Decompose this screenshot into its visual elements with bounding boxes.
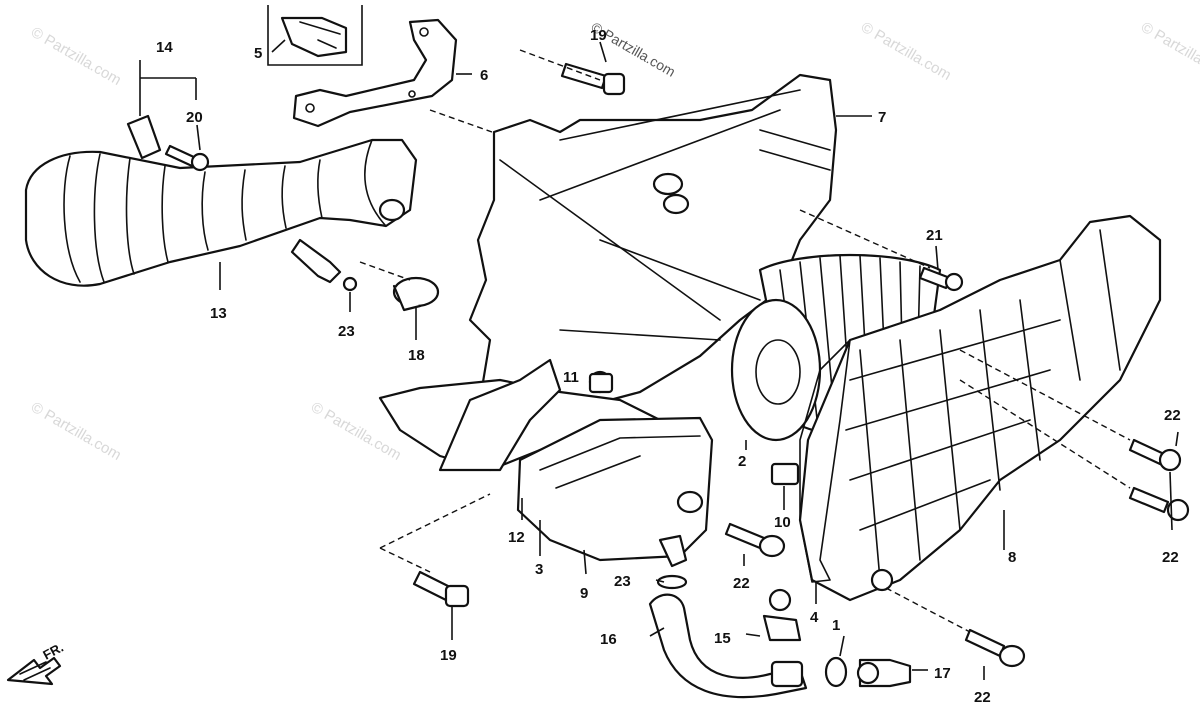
callout-8: 8 xyxy=(1008,549,1016,566)
watermark-1: © Partzilla.com xyxy=(28,24,124,89)
part-15-clamp xyxy=(762,588,802,642)
callout-21: 21 xyxy=(926,227,943,244)
watermark-4: © Partzilla.com xyxy=(28,399,124,464)
leader-lines xyxy=(139,39,1179,680)
part-9-resonator xyxy=(516,416,714,568)
callout-labels: 1 2 3 4 5 6 7 8 9 10 11 12 13 14 15 16 1… xyxy=(156,27,1181,706)
part-10-pad xyxy=(770,462,800,486)
part-17-drain-plug xyxy=(856,658,912,688)
part-23a-clip xyxy=(342,276,358,292)
part-19b-bolt xyxy=(412,570,470,608)
part-4-seal xyxy=(799,339,851,583)
callout-23-center: 23 xyxy=(614,573,631,590)
callout-3: 3 xyxy=(535,561,543,578)
callout-22-center: 22 xyxy=(733,575,750,592)
part-23b-clip xyxy=(656,574,688,590)
part-20-screw xyxy=(164,144,210,172)
callout-5: 5 xyxy=(254,45,262,62)
part-22c-screw xyxy=(1128,486,1190,522)
watermark-3: © Partzilla.com xyxy=(1138,19,1200,84)
callout-22-bottom: 22 xyxy=(974,689,991,706)
part-19a-bolt xyxy=(560,62,626,96)
watermark-2: © Partzilla.com xyxy=(858,19,954,84)
part-5-bracket xyxy=(267,5,363,66)
callout-20: 20 xyxy=(186,109,203,126)
front-direction-arrow: FR. xyxy=(6,640,66,686)
part-16-drain-tube xyxy=(648,593,808,699)
callout-17: 17 xyxy=(934,665,951,682)
callout-22-right-lower: 22 xyxy=(1162,549,1179,566)
callout-4: 4 xyxy=(810,609,819,626)
front-direction-label: FR. xyxy=(40,640,66,663)
callout-12: 12 xyxy=(508,529,525,546)
callout-16: 16 xyxy=(600,631,617,648)
callout-19-bottom: 19 xyxy=(440,647,457,664)
reference-lines xyxy=(359,49,1131,633)
callout-19-top: 19 xyxy=(590,27,607,44)
air-cleaner-case xyxy=(378,73,838,472)
callout-7: 7 xyxy=(878,109,886,126)
callout-6: 6 xyxy=(480,67,488,84)
callout-10: 10 xyxy=(774,514,791,531)
part-18-clamp xyxy=(392,276,440,312)
part-21-screw xyxy=(918,266,964,292)
part-13-intake-tube xyxy=(24,114,418,287)
callout-23-left: 23 xyxy=(338,323,355,340)
callout-14: 14 xyxy=(156,39,173,56)
callout-18: 18 xyxy=(408,347,425,364)
part-22b-screw xyxy=(1128,438,1182,472)
part-22a-screw xyxy=(724,522,786,558)
part-22d-screw xyxy=(964,628,1026,668)
part-11-grommet xyxy=(588,372,614,394)
callout-13: 13 xyxy=(210,305,227,322)
callout-9: 9 xyxy=(580,585,588,602)
callout-22-right-upper: 22 xyxy=(1164,407,1181,424)
callout-1: 1 xyxy=(832,617,840,634)
part-8-cover xyxy=(798,214,1162,602)
callout-2: 2 xyxy=(738,453,746,470)
part-1-plug xyxy=(824,656,848,688)
callout-11: 11 xyxy=(563,369,579,386)
callout-15: 15 xyxy=(714,630,731,647)
part-6-stay xyxy=(292,18,458,128)
